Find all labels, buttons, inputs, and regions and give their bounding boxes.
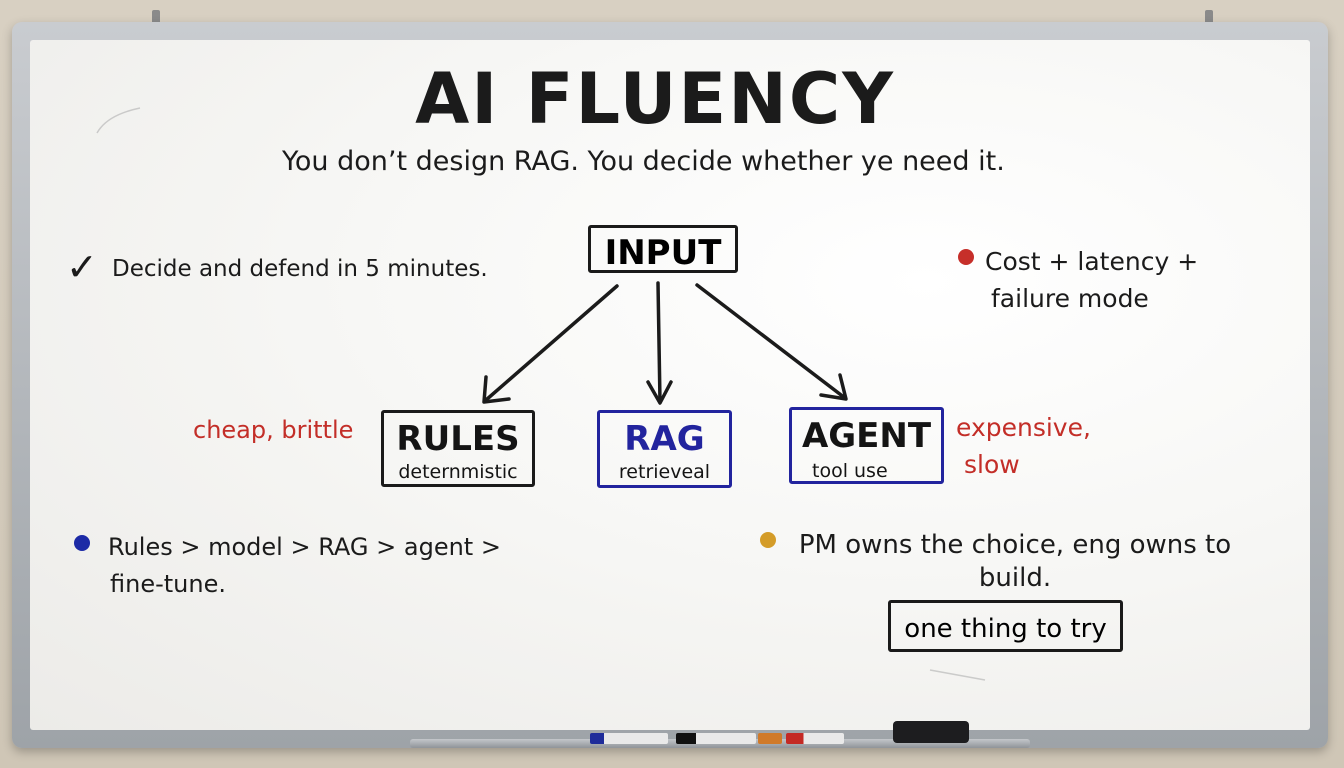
blue-bullet-icon [74, 535, 90, 551]
cost-note: Cost + latency + failure mode [985, 243, 1198, 317]
expensive-line-2: slow [964, 450, 1020, 479]
gold-bullet-icon [760, 532, 776, 548]
input-label: INPUT [604, 233, 722, 273]
priority-order-note: Rules > model > RAG > agent > fine-tune. [108, 529, 501, 603]
pm-ownership-note: PM owns the choice, eng owns to build. [790, 529, 1240, 595]
cheap-brittle-note: cheap, brittle [193, 416, 354, 444]
orange-marker[interactable] [758, 733, 782, 744]
arrow-head-rag [646, 380, 673, 405]
arrow-to-rules [484, 284, 619, 402]
cost-note-line-1: Cost + latency + [985, 247, 1199, 276]
expensive-slow-note: expensive, slow [956, 409, 1091, 483]
rules-title: RULES [396, 419, 520, 459]
one-thing-to-try-box: one thing to try [888, 600, 1123, 652]
red-marker[interactable] [786, 733, 844, 744]
agent-title: AGENT [801, 416, 932, 456]
expensive-line-1: expensive, [956, 413, 1091, 442]
decide-note: Decide and defend in 5 minutes. [112, 256, 488, 282]
pm-line-1: PM owns the choice, eng owns to [798, 530, 1232, 560]
wall-hook-left [152, 10, 160, 24]
arrow-head-rules [482, 375, 511, 404]
whiteboard-eraser[interactable] [893, 721, 969, 743]
board-title: AI FLUENCY [415, 58, 895, 140]
rag-subtitle: retrieveal [618, 461, 711, 483]
black-marker[interactable] [676, 733, 756, 744]
priority-line-2: fine-tune. [110, 570, 226, 598]
rules-box: RULES deternmistic [381, 410, 535, 487]
board-subtitle: You don’t design RAG. You decide whether… [282, 146, 1005, 177]
cost-note-line-2: failure mode [991, 284, 1149, 313]
agent-box: AGENT tool use [789, 407, 944, 484]
smudge-mark [96, 107, 141, 134]
arrow-head-agent [819, 373, 848, 401]
arrow-to-agent [695, 283, 847, 400]
rules-subtitle: deternmistic [398, 461, 518, 483]
arrow-to-rag [656, 281, 662, 404]
rag-box: RAG retrieveal [597, 410, 732, 488]
agent-subtitle: tool use [812, 460, 888, 482]
priority-line-1: Rules > model > RAG > agent > [108, 533, 501, 561]
one-thing-to-try-label: one thing to try [904, 614, 1107, 644]
pm-line-2: build. [978, 563, 1052, 593]
input-box: INPUT [588, 225, 738, 273]
wall-hook-right [1205, 10, 1213, 24]
smudge-mark-2 [929, 669, 986, 681]
red-bullet-icon [958, 249, 974, 265]
rag-title: RAG [624, 419, 705, 459]
blue-marker[interactable] [590, 733, 668, 744]
checkmark-icon: ✓ [66, 245, 98, 289]
